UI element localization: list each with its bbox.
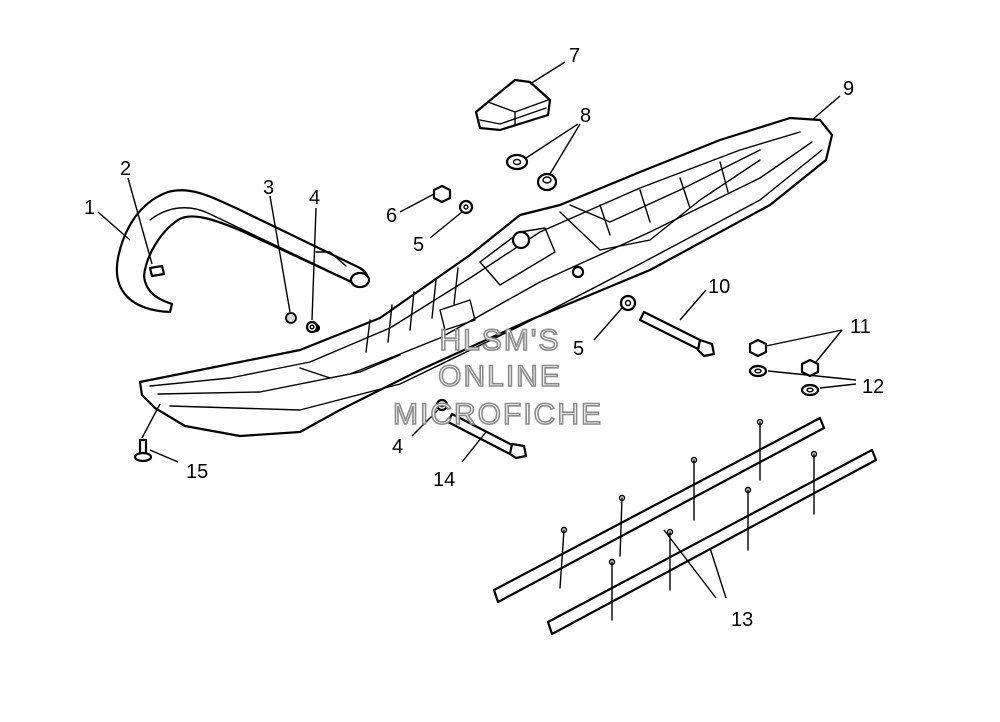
- washer-part-5b: [619, 294, 637, 312]
- leader-lines: [97, 61, 857, 599]
- ski-body-part-9: [138, 116, 834, 438]
- callout-7: 7: [569, 45, 580, 67]
- callout-11: 11: [850, 316, 871, 338]
- washer-part-5: [458, 199, 474, 215]
- washer-part-4: [305, 320, 319, 334]
- callout-9: 9: [843, 78, 854, 100]
- washer-part-12: [748, 364, 820, 397]
- bolt-part-14: [446, 412, 528, 460]
- pin-part-15: [133, 438, 153, 463]
- watermark: HLSM'S ONLINE MICROFICHE: [392, 323, 603, 432]
- watermark-line-3: MICROFICHE: [393, 398, 603, 431]
- nut-part-3: [285, 312, 297, 324]
- nut-part-11: [748, 338, 820, 378]
- clip-part-2: [148, 264, 166, 278]
- callout-12: 12: [862, 376, 884, 398]
- watermark-line-2: ONLINE: [438, 360, 562, 393]
- callout-10: 10: [708, 276, 730, 298]
- bushing-part-8: [505, 153, 558, 192]
- callout-3: 3: [263, 177, 274, 199]
- callout-14: 14: [433, 469, 455, 491]
- callout-1: 1: [84, 197, 95, 219]
- callout-6: 6: [386, 205, 397, 227]
- watermark-line-1: HLSM'S: [439, 324, 560, 357]
- callout-15: 15: [186, 461, 208, 483]
- ski-handle-part-1: [115, 189, 371, 314]
- callout-4: 4: [309, 187, 320, 209]
- callout-labels: 1 2 3 4 5 6 7 8 9 10 11 12 13 14 15 4 5: [84, 45, 884, 631]
- runners-part-13: [492, 416, 878, 636]
- callout-2: 2: [120, 158, 131, 180]
- callout-13: 13: [731, 609, 753, 631]
- callout-4b: 4: [392, 436, 403, 458]
- washer-part-4b: [435, 398, 449, 412]
- wear-pad-part-7: [474, 78, 552, 132]
- bolt-part-10: [638, 310, 716, 358]
- callout-5: 5: [413, 234, 424, 256]
- nut-part-6: [432, 184, 452, 204]
- callout-5b: 5: [573, 338, 584, 360]
- callout-8: 8: [580, 105, 591, 127]
